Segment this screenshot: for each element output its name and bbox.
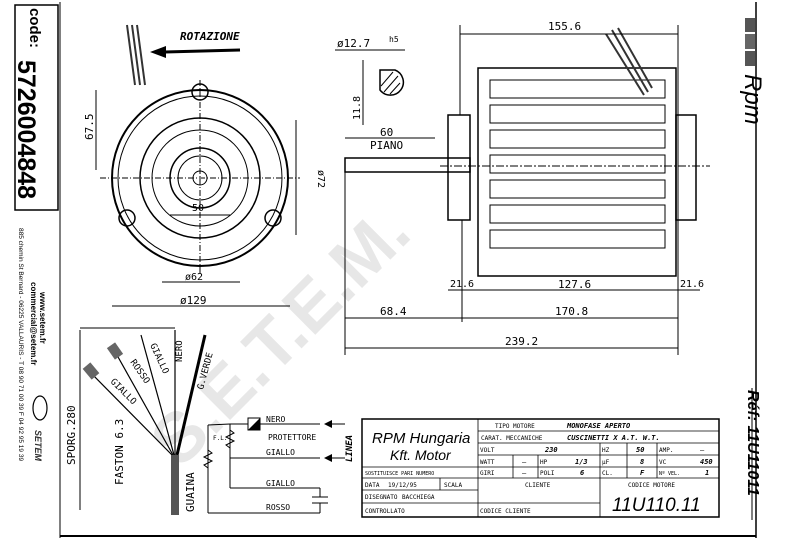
svg-text:TIPO MOTORE: TIPO MOTORE bbox=[495, 423, 535, 430]
email: commercial@setem.fr bbox=[29, 282, 38, 365]
drawing-frame bbox=[14, 2, 757, 538]
svg-text:CODICE CLIENTE: CODICE CLIENTE bbox=[480, 508, 531, 515]
svg-text:h5: h5 bbox=[389, 35, 399, 44]
svg-text:F: F bbox=[640, 469, 645, 477]
title-block: RPM Hungaria Kft. Motor SOSTITUISCE PARI… bbox=[361, 418, 720, 518]
svg-text:µF: µF bbox=[602, 459, 610, 466]
svg-text:VOLT: VOLT bbox=[480, 447, 495, 454]
svg-text:CONTROLLATO: CONTROLLATO bbox=[365, 508, 405, 515]
svg-text:POLI: POLI bbox=[540, 470, 555, 477]
svg-text:PIANO: PIANO bbox=[370, 139, 403, 152]
svg-text:SPORG.280: SPORG.280 bbox=[65, 405, 78, 465]
svg-text:8: 8 bbox=[640, 458, 644, 466]
svg-text:ø12.7: ø12.7 bbox=[337, 37, 370, 50]
svg-text:CARAT. MECCANICHE: CARAT. MECCANICHE bbox=[481, 435, 543, 442]
svg-text:1/3: 1/3 bbox=[575, 458, 588, 466]
svg-text:MONOFASE APERTO: MONOFASE APERTO bbox=[566, 422, 630, 430]
svg-text:155.6: 155.6 bbox=[548, 20, 581, 33]
svg-text:CODICE MOTORE: CODICE MOTORE bbox=[628, 482, 675, 489]
svg-text:—: — bbox=[522, 469, 527, 477]
code-label: code: bbox=[26, 8, 43, 48]
svg-text:NERO: NERO bbox=[266, 415, 285, 424]
svg-text:239.2: 239.2 bbox=[505, 335, 538, 348]
shaft-detail: ø12.7 h5 11.8 60 PIANO bbox=[335, 35, 435, 152]
svg-text:Rpm: Rpm bbox=[739, 74, 766, 125]
website: www.setem.fr bbox=[38, 291, 47, 344]
svg-text:—: — bbox=[700, 446, 705, 454]
svg-text:50: 50 bbox=[636, 446, 644, 454]
svg-text:ROSSO: ROSSO bbox=[266, 503, 290, 512]
rpm-logo: Rpm bbox=[739, 18, 766, 125]
svg-text:WATT: WATT bbox=[480, 459, 495, 466]
svg-text:ø129: ø129 bbox=[180, 294, 207, 307]
rotation-label: ROTAZIONE bbox=[180, 30, 240, 43]
svg-text:DATA: DATA bbox=[365, 482, 380, 489]
setem-logo: SETEM bbox=[32, 395, 48, 462]
svg-text:CUSCINETTI X A.T. W.T.: CUSCINETTI X A.T. W.T. bbox=[567, 434, 660, 442]
svg-text:6: 6 bbox=[580, 469, 584, 477]
svg-text:50: 50 bbox=[192, 203, 204, 214]
svg-text:VC: VC bbox=[659, 459, 667, 466]
svg-text:68.4: 68.4 bbox=[380, 305, 407, 318]
code-value: 5726004848 bbox=[12, 60, 40, 199]
svg-text:127.6: 127.6 bbox=[558, 278, 591, 291]
side-view: 155.6 21.6 127.6 21.6 68.4 170.8 239.2 bbox=[344, 20, 710, 355]
wiring-schematic: NERO PROTETTORE GIALLO GIALLO ROSSO F.L.… bbox=[202, 415, 355, 514]
svg-text:HZ: HZ bbox=[602, 447, 610, 454]
supplier-info: www.setem.fr commercial@setem.fr 885 che… bbox=[17, 228, 48, 462]
address: 885 chemin St Bernard - 06225 VALLAURIS … bbox=[17, 228, 24, 461]
svg-text:GIRI: GIRI bbox=[480, 470, 495, 477]
code-box: code: 5726004848 bbox=[12, 8, 43, 199]
svg-text:LINEA: LINEA bbox=[345, 435, 355, 462]
svg-text:—: — bbox=[522, 458, 527, 466]
svg-text:SETEM: SETEM bbox=[33, 430, 43, 462]
front-view: ROTAZIONE 67.5 ø72 50 ø62 ø129 bbox=[83, 24, 326, 307]
svg-text:19/12/95: 19/12/95 bbox=[388, 482, 417, 489]
svg-text:230: 230 bbox=[544, 446, 558, 454]
svg-text:GIALLO: GIALLO bbox=[108, 377, 138, 407]
svg-text:11.8: 11.8 bbox=[352, 96, 363, 120]
svg-text:ø72: ø72 bbox=[315, 170, 326, 188]
motor-code: 11U110.11 bbox=[612, 495, 701, 516]
svg-text:NERO: NERO bbox=[175, 340, 185, 362]
svg-text:1: 1 bbox=[705, 469, 709, 477]
svg-text:FASTON 6.3: FASTON 6.3 bbox=[113, 419, 126, 485]
svg-text:Nº VEL.: Nº VEL. bbox=[659, 471, 680, 477]
svg-text:GIALLO: GIALLO bbox=[266, 479, 295, 488]
svg-text:21.6: 21.6 bbox=[680, 279, 704, 290]
svg-text:CL.: CL. bbox=[602, 470, 613, 477]
svg-text:HP: HP bbox=[540, 459, 548, 466]
svg-text:AMP.: AMP. bbox=[659, 447, 673, 454]
svg-text:67.5: 67.5 bbox=[83, 114, 96, 141]
svg-text:170.8: 170.8 bbox=[555, 305, 588, 318]
svg-text:450: 450 bbox=[700, 458, 713, 466]
company-sub: Kft. Motor bbox=[390, 447, 452, 463]
svg-text:CLIENTE: CLIENTE bbox=[525, 482, 551, 489]
svg-text:BACCHIEGA: BACCHIEGA bbox=[402, 494, 435, 501]
svg-text:PROTETTORE: PROTETTORE bbox=[268, 433, 316, 442]
svg-text:GUAINA: GUAINA bbox=[184, 472, 197, 512]
svg-text:GIALLO: GIALLO bbox=[266, 448, 295, 457]
svg-text:SOSTITUISCE PARI NUMERO: SOSTITUISCE PARI NUMERO bbox=[365, 471, 434, 477]
svg-text:DISEGNATO: DISEGNATO bbox=[365, 494, 398, 501]
svg-text:ROSSO: ROSSO bbox=[128, 358, 152, 386]
svg-text:60: 60 bbox=[380, 126, 393, 139]
svg-text:ø62: ø62 bbox=[185, 272, 203, 283]
svg-text:SCALA: SCALA bbox=[444, 482, 462, 489]
svg-text:F.L.: F.L. bbox=[213, 435, 227, 442]
rotation-arrow-icon bbox=[150, 46, 166, 58]
company-name: RPM Hungaria bbox=[372, 430, 470, 447]
